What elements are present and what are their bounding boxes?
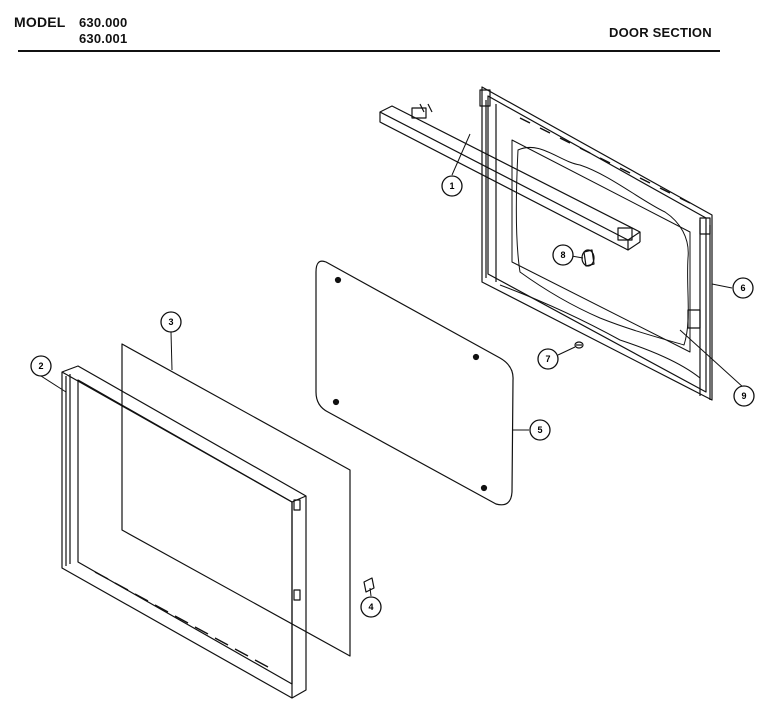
model-number-2: 630.001 bbox=[79, 31, 128, 46]
callout-5: 5 bbox=[529, 419, 551, 441]
callout-3: 3 bbox=[160, 311, 182, 333]
callout-9: 9 bbox=[733, 385, 755, 407]
callout-1: 1 bbox=[441, 175, 463, 197]
leader-lines bbox=[40, 133, 745, 597]
section-title: DOOR SECTION bbox=[609, 25, 712, 40]
door-glass-panel bbox=[315, 260, 514, 506]
svg-text:8: 8 bbox=[560, 250, 565, 260]
callout-6: 6 bbox=[732, 277, 754, 299]
screw-part bbox=[574, 341, 584, 349]
clip-part bbox=[581, 249, 595, 267]
callout-7: 7 bbox=[537, 348, 559, 370]
outer-door-frame bbox=[61, 365, 307, 699]
inner-door-frame bbox=[479, 86, 713, 401]
callout-8: 8 bbox=[552, 244, 574, 266]
svg-text:6: 6 bbox=[740, 283, 745, 293]
svg-text:7: 7 bbox=[545, 354, 550, 364]
door-top-rail bbox=[379, 103, 641, 251]
model-number-1: 630.000 bbox=[79, 15, 128, 30]
svg-text:2: 2 bbox=[38, 361, 43, 371]
svg-text:9: 9 bbox=[741, 391, 746, 401]
insulation-sheet bbox=[121, 343, 351, 657]
clip-part-4 bbox=[363, 577, 375, 593]
svg-text:1: 1 bbox=[449, 181, 454, 191]
svg-text:5: 5 bbox=[537, 425, 542, 435]
header-rule bbox=[18, 50, 720, 52]
svg-text:4: 4 bbox=[368, 602, 373, 612]
svg-text:3: 3 bbox=[168, 317, 173, 327]
callout-2: 2 bbox=[30, 355, 52, 377]
model-label: MODEL bbox=[14, 14, 66, 30]
callout-4: 4 bbox=[360, 596, 382, 618]
